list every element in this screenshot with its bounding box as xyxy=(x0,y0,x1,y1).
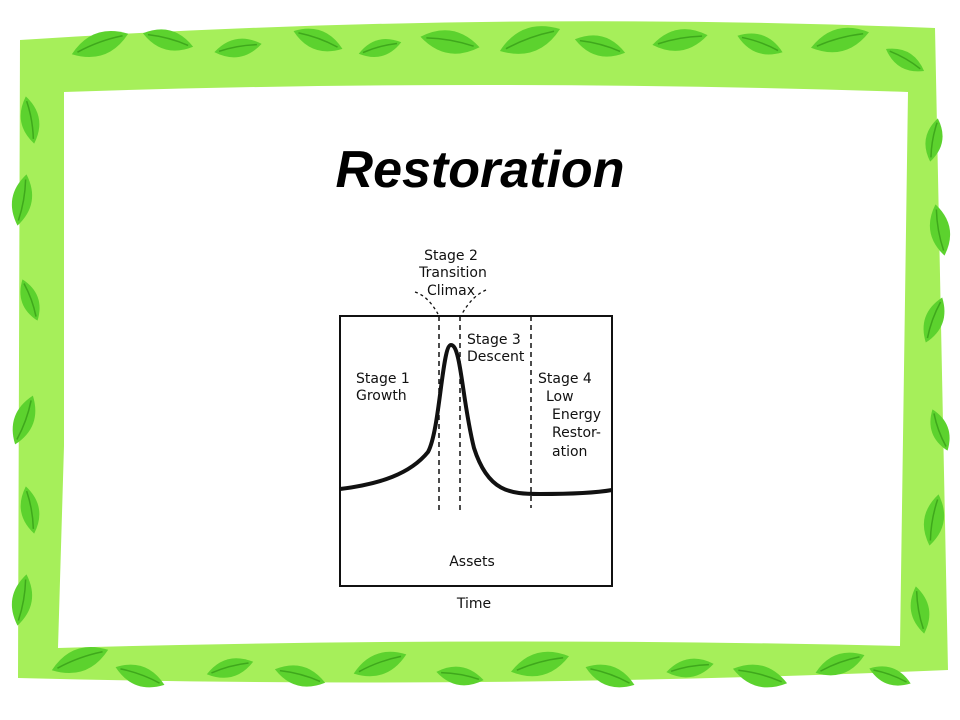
climax-pointer xyxy=(414,291,439,315)
leaf-icon xyxy=(353,651,407,677)
leaf-icon xyxy=(815,652,865,676)
leaf-icon xyxy=(20,96,40,144)
leaf-icon xyxy=(923,494,945,546)
leaf-icon xyxy=(930,409,950,451)
leaf-icon xyxy=(51,646,109,674)
leaf-icon xyxy=(869,666,911,686)
leaf-icon xyxy=(574,35,626,57)
assets-label: Assets xyxy=(449,554,495,570)
leaf-icon xyxy=(20,486,40,534)
stage4-label: ation xyxy=(552,444,587,460)
leaf-icon xyxy=(11,174,33,226)
leaf-icon xyxy=(115,664,165,688)
stage3-label: Stage 3 xyxy=(467,332,521,348)
leaf-icon xyxy=(358,39,402,57)
stage1-label: Stage 1 xyxy=(356,371,410,387)
diagram-frame xyxy=(339,315,613,587)
stage2-label: Transition xyxy=(418,265,487,281)
stage2-label: Climax xyxy=(427,283,475,299)
leaf-icon xyxy=(923,297,945,343)
leaf-icon xyxy=(666,658,714,678)
stage4-label: Energy xyxy=(552,407,601,423)
leaf-icon xyxy=(732,664,788,688)
leaf-icon xyxy=(652,29,708,51)
leaf-icon xyxy=(11,574,33,626)
leaf-icon xyxy=(885,48,925,72)
leaf-icon xyxy=(811,27,869,53)
climax-pointer xyxy=(461,289,487,315)
leaf-icon xyxy=(420,30,480,54)
leaf-icon xyxy=(142,29,194,51)
stage1-label: Growth xyxy=(356,388,407,404)
leaf-icon xyxy=(585,664,635,688)
leaf-icon xyxy=(499,26,561,54)
stage2-label: Stage 2 xyxy=(424,248,478,264)
stage4-label: Restor- xyxy=(552,425,601,441)
leaf-icon xyxy=(737,33,783,55)
leaf-icon xyxy=(910,586,930,634)
vine-frame xyxy=(18,21,948,683)
leaf-icon xyxy=(214,38,262,58)
leaf-icon xyxy=(274,665,326,687)
leaf-icon xyxy=(436,666,484,686)
assets-curve xyxy=(339,342,613,497)
time-axis-label: Time xyxy=(456,596,491,612)
stage3-label: Descent xyxy=(467,349,525,365)
leaf-icon xyxy=(71,30,129,58)
leaf-icon xyxy=(20,279,40,321)
leaf-group xyxy=(11,26,951,688)
leaf-icon xyxy=(12,395,36,445)
leaf-icon xyxy=(206,658,254,678)
leaf-icon xyxy=(293,28,343,52)
leaf-icon xyxy=(925,118,943,162)
leaf-icon xyxy=(929,204,951,256)
leaf-icon xyxy=(511,651,569,677)
slide-title: Restoration xyxy=(335,141,625,199)
stage4-label: Stage 4 xyxy=(538,371,592,387)
stage4-label: Low xyxy=(546,389,574,405)
